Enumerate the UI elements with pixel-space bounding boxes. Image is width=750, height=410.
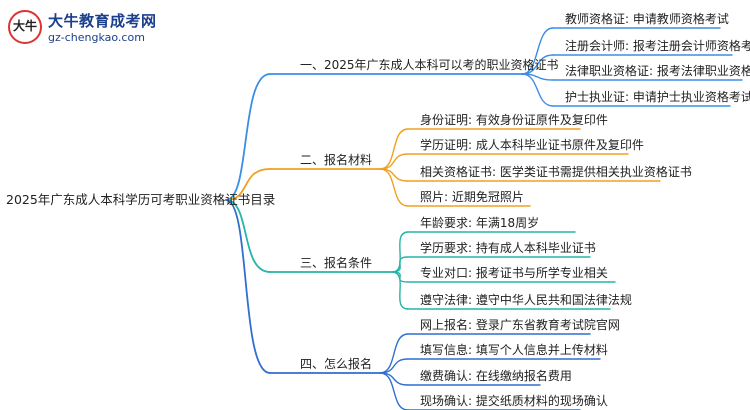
leaf-node: 学历要求: 持有成人本科毕业证书 bbox=[420, 241, 596, 255]
leaf-node: 注册会计师: 报考注册会计师资格考试 bbox=[565, 39, 750, 53]
child-connector bbox=[379, 168, 409, 207]
leaf-node: 相关资格证书: 医学类证书需提供相关执业资格证书 bbox=[420, 165, 692, 179]
leaf-node: 年龄要求: 年满18周岁 bbox=[420, 216, 540, 230]
child-connector bbox=[379, 358, 409, 374]
logo-mark: 大牛 bbox=[8, 10, 42, 44]
site-logo[interactable]: 大牛 大牛教育成考网 gz-chengkao.com bbox=[6, 8, 176, 52]
logo-url: gz-chengkao.com bbox=[48, 31, 145, 44]
logo-title: 大牛教育成考网 bbox=[48, 12, 157, 30]
root-node: 2025年广东成人本科学历可考职业资格证书目录 bbox=[6, 192, 276, 207]
leaf-node: 遵守法律: 遵守中华人民共和国法律法规 bbox=[420, 293, 632, 307]
child-connector bbox=[391, 271, 409, 310]
branch-label-3: 三、报名条件 bbox=[300, 256, 373, 270]
leaf-node: 学历证明: 成人本科毕业证书原件及复印件 bbox=[420, 138, 644, 152]
leaf-node: 现场确认: 提交纸质材料的现场确认 bbox=[420, 394, 608, 408]
child-connector bbox=[379, 153, 409, 170]
child-connector bbox=[391, 256, 409, 273]
branch-label-2: 二、报名材料 bbox=[300, 153, 373, 167]
child-connector bbox=[379, 168, 409, 182]
leaf-node: 填写信息: 填写个人信息并上传材料 bbox=[420, 343, 608, 357]
child-connector bbox=[521, 73, 554, 107]
root-branch-connector bbox=[225, 199, 271, 374]
child-connector bbox=[379, 128, 409, 170]
leaf-node: 专业对口: 报考证书与所学专业相关 bbox=[420, 266, 608, 280]
leaf-node: 身份证明: 有效身份证原件及复印件 bbox=[420, 113, 608, 127]
branch-label-1: 一、2025年广东成人本科可以考的职业资格证书 bbox=[300, 58, 559, 72]
leaf-node: 网上报名: 登录广东省教育考试院官网 bbox=[420, 318, 620, 332]
leaf-node: 教师资格证: 申请教师资格考试 bbox=[565, 12, 729, 26]
child-connector bbox=[379, 372, 409, 386]
root-branch-connector bbox=[225, 168, 271, 201]
root-branch-connector bbox=[225, 73, 271, 201]
leaf-node: 缴费确认: 在线缴纳报名费用 bbox=[420, 369, 572, 383]
root-branch-connector bbox=[225, 199, 271, 273]
child-connector bbox=[391, 231, 409, 273]
branch-label-4: 四、怎么报名 bbox=[300, 357, 373, 371]
leaf-node: 护士执业证: 申请护士执业资格考试 bbox=[565, 90, 750, 104]
child-connector bbox=[379, 372, 409, 410]
child-connector bbox=[379, 333, 409, 374]
leaf-node: 照片: 近期免冠照片 bbox=[420, 190, 524, 204]
leaf-node: 法律职业资格证: 报考法律职业资格考试 bbox=[565, 64, 750, 78]
child-connector bbox=[521, 27, 554, 75]
